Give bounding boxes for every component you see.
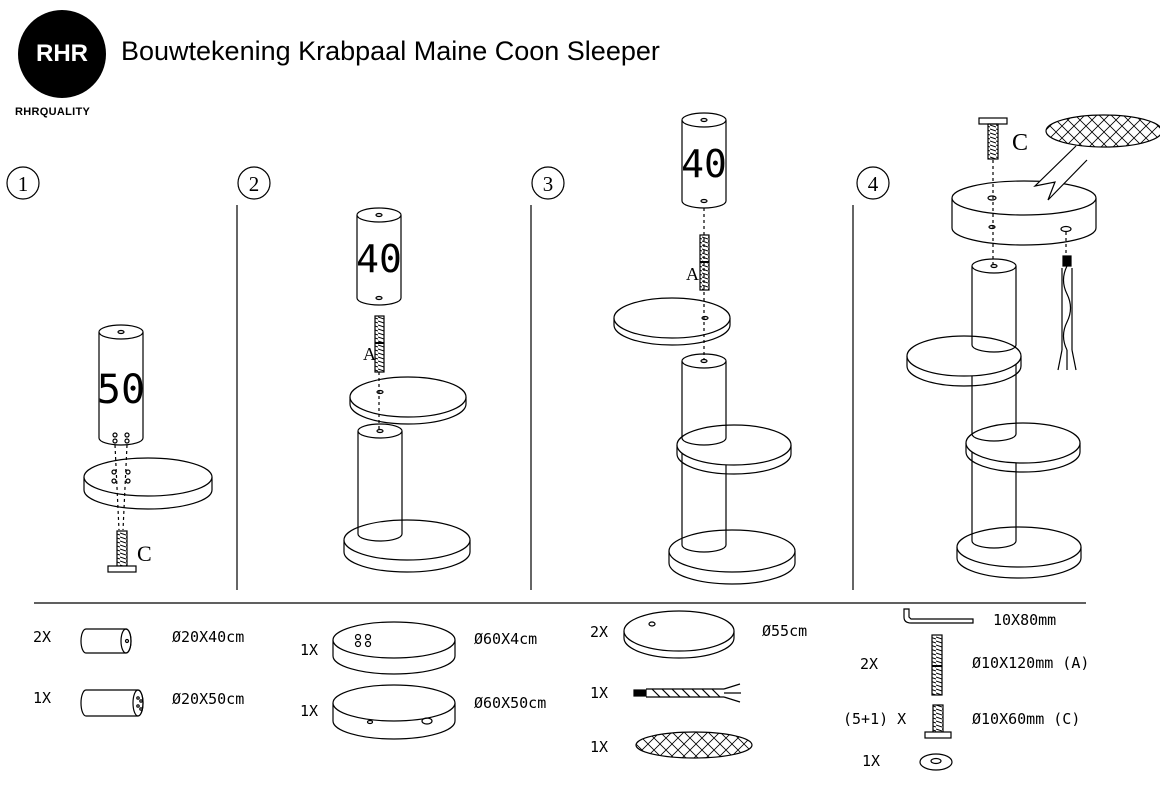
- qty-label: 2X: [33, 628, 51, 646]
- alignment-lines: [114, 444, 128, 531]
- post-length-label: 40: [681, 142, 727, 186]
- qty-label: 1X: [590, 738, 608, 756]
- step-2-number: 2: [237, 166, 271, 200]
- bolt-a-part: [931, 634, 943, 696]
- qty-label: 1X: [33, 689, 51, 707]
- hammock-part: [635, 731, 753, 759]
- dimension-label: Ø60X50cm: [474, 694, 546, 712]
- screw-label: C: [1012, 130, 1028, 156]
- dimension-label: Ø60X4cm: [474, 630, 537, 648]
- qty-label: 1X: [300, 702, 318, 720]
- step-3-number: 3: [531, 166, 565, 200]
- post-50-part: [80, 689, 144, 717]
- bolt-c: [978, 117, 1008, 160]
- bed-part: [332, 684, 456, 740]
- post-50: 50: [97, 324, 145, 446]
- logo-text: RHRQUALITY: [15, 106, 91, 118]
- post-middle: [971, 364, 1017, 442]
- rope-toy: [1057, 255, 1077, 371]
- post-top: [971, 258, 1017, 353]
- step-4-number: 4: [856, 166, 890, 200]
- step-2-diagram: A 40: [343, 207, 471, 573]
- bolt-c-part: [924, 704, 952, 739]
- svg-text:1: 1: [18, 172, 29, 196]
- post-40-part: [80, 628, 132, 654]
- step-4-diagram: C: [906, 114, 1160, 579]
- page-title: Bouwtekening Krabpaal Maine Coon Sleeper: [121, 36, 660, 66]
- screw-label: C: [137, 541, 152, 566]
- rope-toy-part: [633, 683, 741, 703]
- screw-label: A: [686, 264, 699, 284]
- platform-lower: [676, 424, 792, 475]
- step-1-number: 1: [6, 166, 40, 200]
- bolt-a: [374, 315, 385, 373]
- dimension-label: 10X80mm: [993, 611, 1056, 629]
- parts-list: 2X Ø20X40cm 1X Ø20X50cm 1X Ø60X4cm 1X: [33, 608, 1089, 771]
- qty-label: 1X: [862, 752, 880, 770]
- post-length-label: 50: [97, 367, 145, 413]
- brand-logo: RHR RHRQUALITY: [15, 10, 108, 120]
- post-40: 40: [356, 207, 402, 306]
- platform-upper: [906, 335, 1022, 387]
- svg-text:2: 2: [249, 172, 260, 196]
- dimension-label: Ø10X120mm (A): [972, 654, 1089, 672]
- dimension-label: Ø10X60mm (C): [972, 710, 1080, 728]
- platform: [613, 297, 731, 346]
- step-3-diagram: A 40: [613, 112, 796, 585]
- base-with-post: [956, 437, 1082, 579]
- svg-text:3: 3: [543, 172, 554, 196]
- washer-part: [919, 753, 953, 771]
- allen-key-part: [903, 608, 974, 624]
- svg-text:4: 4: [868, 172, 879, 196]
- base-disc: [83, 457, 213, 510]
- platform: [349, 376, 467, 425]
- bed-bowl: [951, 180, 1097, 246]
- screw-label: A: [363, 344, 376, 364]
- qty-label: 1X: [300, 641, 318, 659]
- qty-label: 2X: [860, 655, 878, 673]
- base-with-post: [668, 438, 796, 585]
- platform-part: [623, 610, 735, 659]
- post-length-label: 40: [356, 237, 402, 281]
- logo-mark: RHR: [18, 10, 106, 98]
- dimension-label: Ø55cm: [762, 622, 807, 640]
- qty-label: 1X: [590, 684, 608, 702]
- base-disc-part: [332, 621, 456, 675]
- hammock: [1033, 114, 1160, 201]
- qty-label: (5+1) X: [843, 710, 906, 728]
- step-1-diagram: 50 C: [83, 324, 213, 573]
- post-40: 40: [681, 112, 727, 209]
- bolt-c: [107, 530, 137, 573]
- base-with-post: [343, 423, 471, 573]
- dimension-label: Ø20X40cm: [172, 628, 244, 646]
- dimension-label: Ø20X50cm: [172, 690, 244, 708]
- qty-label: 2X: [590, 623, 608, 641]
- platform-lower: [965, 422, 1081, 473]
